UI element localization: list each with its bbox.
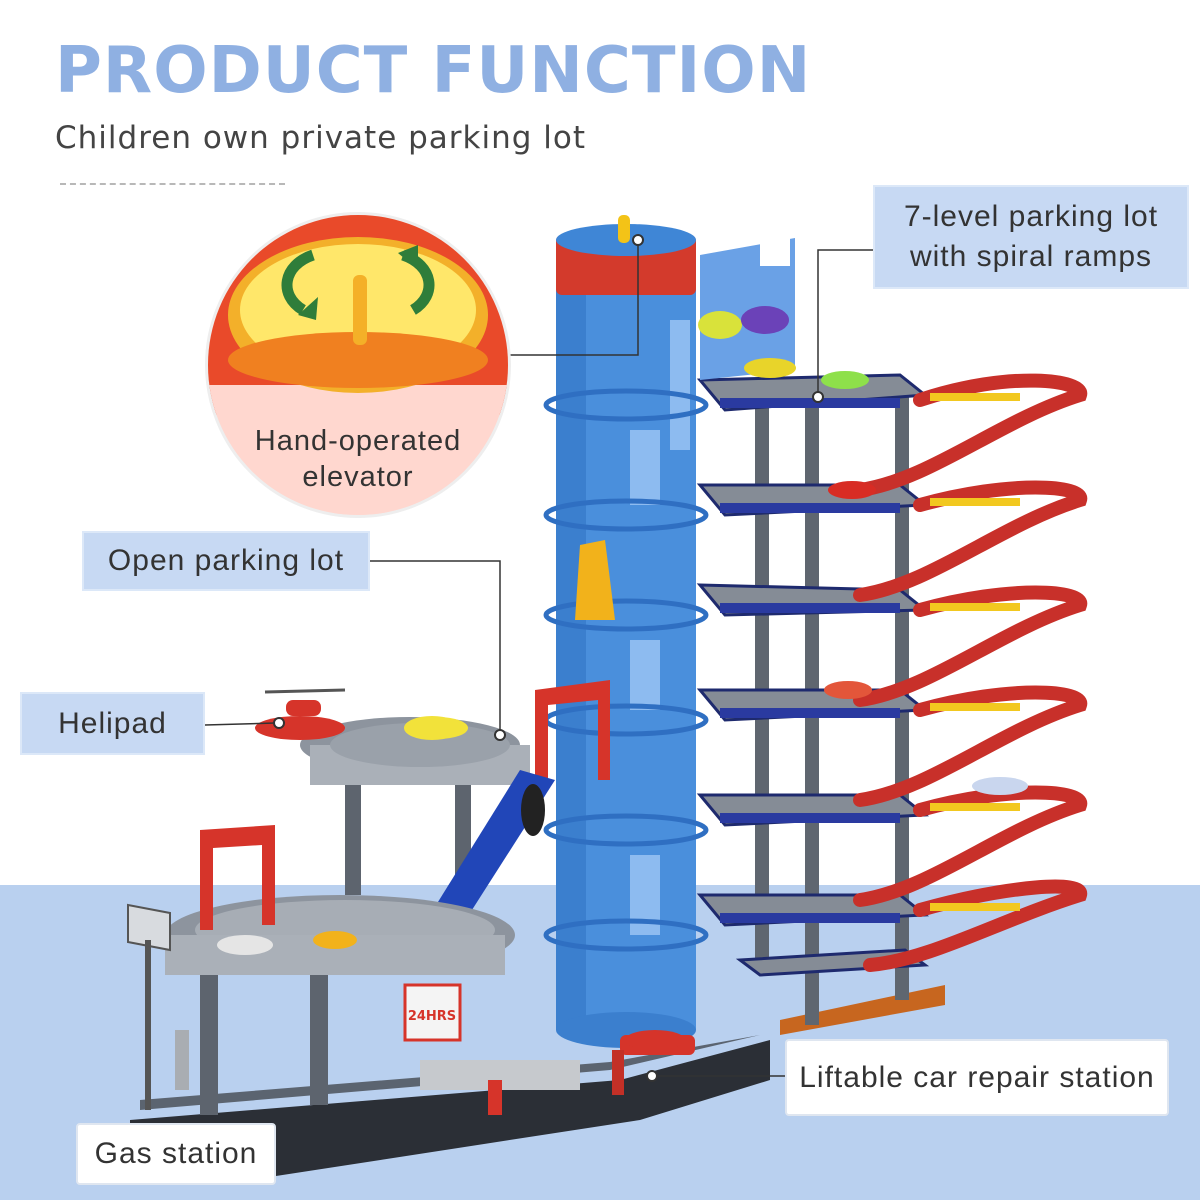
open-parking-label: Open parking lot xyxy=(82,531,370,591)
elevator-label: Hand-operated elevator xyxy=(254,425,462,493)
lower-deck: 24HRS xyxy=(165,825,515,1115)
helipad xyxy=(255,688,346,740)
spiral-ramps xyxy=(853,373,1088,972)
helipad-label: Helipad xyxy=(20,692,205,755)
page-subtitle: Children own private parking lot xyxy=(55,120,587,156)
repair-station-label: Liftable car repair station xyxy=(785,1039,1169,1116)
leader-lines xyxy=(204,240,873,1077)
structure-base xyxy=(780,985,945,1035)
page-title: PRODUCT FUNCTION xyxy=(55,34,812,108)
leader-dots xyxy=(273,234,824,1082)
toy-cars xyxy=(217,358,1028,1050)
gas-station-label: Gas station xyxy=(76,1123,276,1185)
gas-station xyxy=(127,903,502,1115)
elevator-knob-zoom: Hand-operated elevator xyxy=(205,212,511,518)
elevator-tower xyxy=(543,215,709,1048)
svg-text:24HRS: 24HRS xyxy=(408,1009,456,1024)
title-divider xyxy=(60,183,285,185)
seven-level-structure xyxy=(696,238,930,1025)
ramp-chevrons xyxy=(930,393,1020,911)
seven-level-label: 7-level parking lot with spiral ramps xyxy=(873,185,1189,289)
